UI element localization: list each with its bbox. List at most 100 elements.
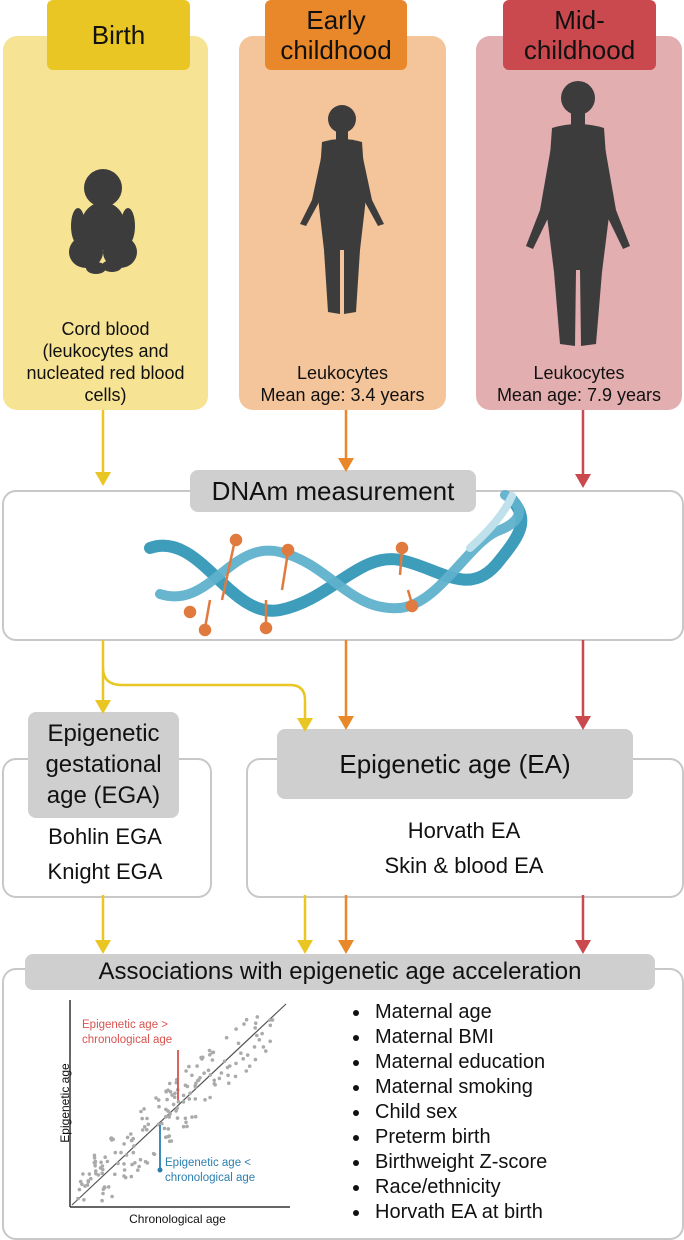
scatter-point [142,1125,147,1129]
early-childhood-arrowheads [338,458,354,954]
early-childhood-tab: Early childhood [265,0,407,70]
scatter-point [81,1172,85,1176]
birth-arrows [101,410,307,940]
scatter-point [164,1107,168,1112]
scatter-point [87,1172,92,1176]
scatter-identity-line [71,1003,287,1206]
scatter-point [99,1160,103,1165]
scatter-point [167,1115,171,1119]
scatter-point [207,1048,212,1053]
scatter-point [270,1018,275,1022]
scatter-point [253,1021,258,1025]
scatter-point [167,1081,172,1086]
scatter-above-label-line: chronological age [82,1034,173,1046]
scatter-point [154,1096,158,1100]
scatter-point [202,1071,206,1075]
scatter-point [100,1171,104,1176]
scatter-point [236,1041,241,1046]
associations-title-tab: Associations with epigenetic age acceler… [25,954,655,990]
list-item: Preterm birth [371,1125,547,1150]
scatter-below-label-line: chronological age [165,1172,256,1184]
dnam-title-tab: DNAm measurement [190,470,476,512]
mid-childhood-tab: Mid- childhood [503,0,656,70]
scatter-above-label: Epigenetic age > chronological age [82,1018,172,1048]
scatter-points [76,1015,275,1203]
scatter-point [253,1026,257,1030]
dna-helix-icon [144,490,528,637]
factor-list: Maternal age Maternal BMI Maternal educa… [349,1000,547,1225]
mid-childhood-label-line2: childhood [523,35,636,65]
scatter-point [168,1112,172,1116]
scatter-point [131,1136,135,1141]
birth-desc-line: cells) [84,385,127,405]
scatter-point [110,1194,114,1199]
scatter-point [92,1153,97,1158]
scatter-point [245,1053,250,1057]
scatter-point [193,1114,198,1119]
scatter-y-label: Epigenetic age [58,1063,72,1143]
scatter-below-label: Epigenetic age < chronological age [165,1156,255,1186]
scatter-point [268,1018,272,1022]
scatter-point [261,1045,266,1049]
scatter-point [76,1196,80,1201]
associations-box [2,968,684,1240]
birth-tab: Birth [47,0,190,70]
scatter-point [130,1162,134,1167]
early-childhood-label-line2: childhood [280,35,392,65]
list-item: Maternal BMI [371,1025,547,1050]
scatter-point [119,1150,123,1155]
birth-description: Cord blood (leukocytes and nucleated red… [3,318,208,406]
list-item: Horvath EA at birth [371,1200,547,1225]
scatter-point [89,1176,93,1181]
scatter-point [193,1085,198,1089]
scatter-point [162,1126,167,1131]
scatter-point [175,1116,180,1120]
scatter-point [116,1161,120,1166]
ega-title-line: age (EGA) [46,782,161,809]
scatter-point [92,1156,97,1160]
scatter-point [257,1038,262,1042]
scatter-point [196,1078,200,1083]
scatter-point [219,1071,224,1075]
list-item: Birthweight Z-score [371,1150,547,1175]
scatter-point [208,1073,213,1077]
scatter-point [183,1116,188,1121]
scatter-point [233,1074,238,1079]
list-item: Maternal smoking [371,1075,547,1100]
ea-title-tab: Epigenetic age (EA) [277,729,633,799]
scatter-point [170,1093,174,1097]
scatter-point [181,1100,186,1104]
scatter-point [77,1187,82,1192]
list-item: Maternal education [371,1050,547,1075]
scatter-point [113,1172,117,1177]
scatter-point [183,1083,188,1088]
scatter-point [187,1064,191,1069]
scatter-point [234,1027,238,1031]
scatter-point [165,1097,169,1102]
scatter-point [169,1139,174,1143]
ea-title: Epigenetic age (EA) [339,749,571,779]
scatter-point [234,1061,238,1066]
scatter-point [101,1191,105,1196]
scatter-point [181,1124,186,1129]
scatter-point [131,1150,136,1155]
scatter-point [208,1095,212,1100]
ea-item-horvath: Horvath EA [407,818,521,843]
scatter-point [122,1162,126,1166]
scatter-point [142,1107,146,1111]
scatter-point [254,1033,259,1038]
scatter-point [82,1198,86,1202]
scatter-point [145,1116,149,1121]
scatter-point [264,1049,268,1053]
child-silhouette-icon [526,81,630,346]
scatter-point [174,1109,178,1113]
scatter-point [212,1082,217,1086]
scatter-point [252,1045,257,1049]
baby-silhouette-icon [69,169,137,274]
ega-title-tab: Epigenetic gestational age (EGA) [28,712,179,818]
scatter-point [255,1015,260,1019]
scatter-point [227,1081,231,1085]
scatter-point [208,1053,212,1057]
birth-arrowheads [95,472,313,954]
